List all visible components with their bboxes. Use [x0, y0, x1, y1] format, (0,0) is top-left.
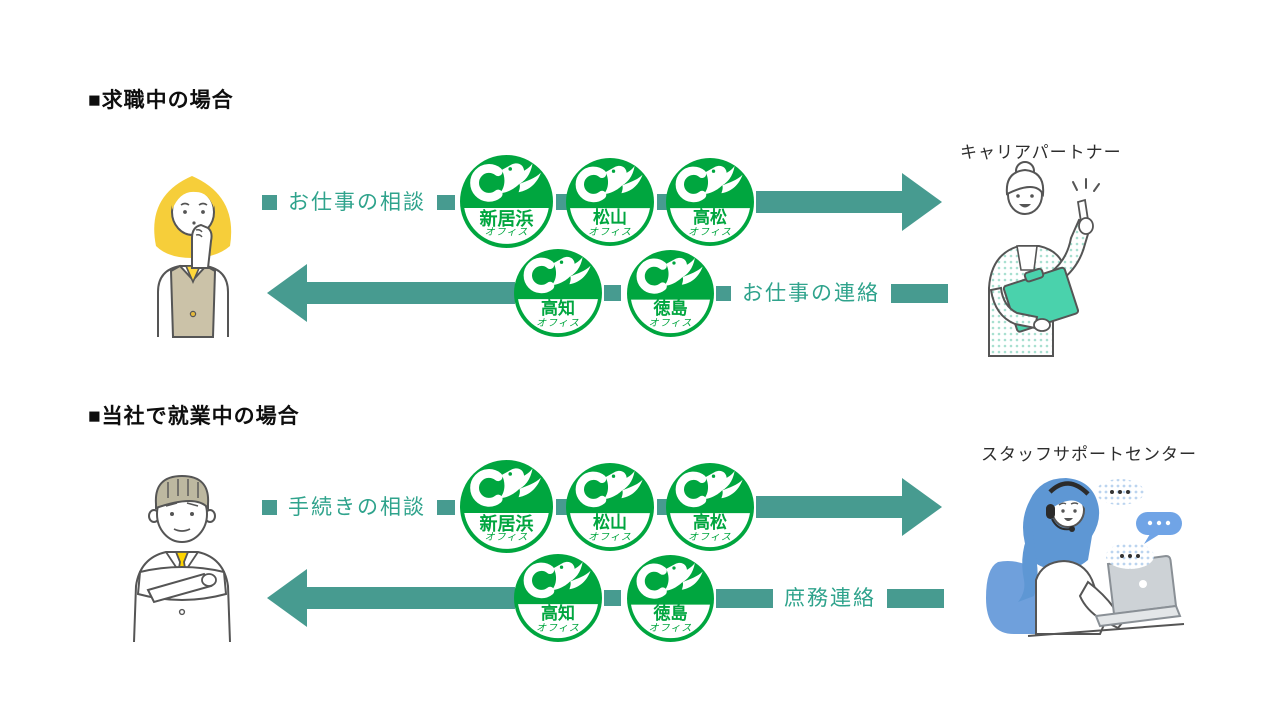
- arrow-forward-2-shaft: [756, 496, 904, 518]
- office-suffix: オフィス: [688, 226, 732, 238]
- arrow-right-head-icon: [902, 173, 942, 231]
- office-suffix: オフィス: [536, 317, 580, 329]
- office-name: 松山: [593, 208, 627, 228]
- career-partner-label: キャリアパートナー: [960, 143, 1122, 162]
- office-badge-kochi: 高知 オフィス: [514, 249, 602, 337]
- flow-backward-1-text: お仕事の連絡: [742, 281, 880, 305]
- office-badge-tokushima: 徳島 オフィス: [627, 555, 714, 642]
- career-partner-illustration: [955, 158, 1113, 358]
- office-name: 高知: [541, 604, 575, 624]
- staff-support-illustration: [978, 466, 1186, 646]
- office-badge-niihama: 新居浜 オフィス: [460, 155, 553, 248]
- office-badge-takamatsu: 高松 オフィス: [666, 158, 754, 246]
- office-name: 松山: [593, 513, 627, 533]
- office-suffix: オフィス: [588, 531, 632, 543]
- office-suffix: オフィス: [536, 622, 580, 634]
- flow-label-backward-2: 庶務連絡: [716, 585, 944, 611]
- flow-label-backward-1: お仕事の連絡: [716, 280, 948, 306]
- flow-backward-2-text: 庶務連絡: [784, 586, 876, 610]
- job-seeker-illustration: [130, 164, 258, 339]
- connector-square-icon: [437, 499, 455, 515]
- office-suffix: オフィス: [648, 622, 693, 634]
- office-name: 高松: [693, 513, 727, 533]
- connector-square-icon: [262, 499, 277, 515]
- connector-square-icon: [604, 590, 621, 606]
- office-suffix: オフィス: [688, 531, 732, 543]
- arrow-backward-1-shaft: [305, 282, 515, 304]
- office-name: 高松: [693, 208, 727, 228]
- flow-forward-1-text: お仕事の相談: [288, 190, 426, 214]
- section-heading-employee: ■当社で就業中の場合: [88, 405, 300, 428]
- office-suffix: オフィス: [648, 317, 693, 329]
- arrow-backward-2-shaft: [305, 587, 515, 609]
- connector-square-icon: [437, 194, 455, 210]
- office-badge-niihama: 新居浜 オフィス: [460, 460, 553, 553]
- arrow-right-head-icon: [902, 478, 942, 536]
- connector-bar-icon: [887, 588, 944, 608]
- flow-label-forward-1: お仕事の相談: [262, 189, 455, 215]
- office-badge-matsuyama: 松山 オフィス: [566, 463, 654, 551]
- connector-bar-icon: [891, 283, 948, 303]
- office-badge-kochi: 高知 オフィス: [514, 554, 602, 642]
- connector-square-icon: [262, 194, 277, 210]
- office-name: 徳島: [653, 299, 688, 319]
- connector-bar-icon: [716, 588, 773, 608]
- office-badge-matsuyama: 松山 オフィス: [566, 158, 654, 246]
- flow-forward-2-text: 手続きの相談: [288, 495, 426, 519]
- office-name: 徳島: [653, 604, 688, 624]
- office-name: 新居浜: [479, 208, 534, 229]
- office-badge-takamatsu: 高松 オフィス: [666, 463, 754, 551]
- arrow-forward-1-shaft: [756, 191, 904, 213]
- office-name: 高知: [541, 299, 575, 319]
- flow-label-forward-2: 手続きの相談: [262, 494, 455, 520]
- office-name: 新居浜: [479, 513, 534, 534]
- arrow-left-head-icon: [267, 569, 307, 627]
- section-heading-jobseeker: ■求職中の場合: [88, 89, 234, 112]
- staff-support-label: スタッフサポートセンター: [981, 445, 1197, 464]
- office-badge-tokushima: 徳島 オフィス: [627, 250, 714, 337]
- office-suffix: オフィス: [588, 226, 632, 238]
- employee-illustration: [112, 464, 252, 644]
- office-suffix: オフィス: [484, 532, 529, 544]
- office-suffix: オフィス: [484, 227, 529, 239]
- arrow-left-head-icon: [267, 264, 307, 322]
- connector-square-icon: [716, 285, 731, 301]
- connector-square-icon: [604, 285, 621, 301]
